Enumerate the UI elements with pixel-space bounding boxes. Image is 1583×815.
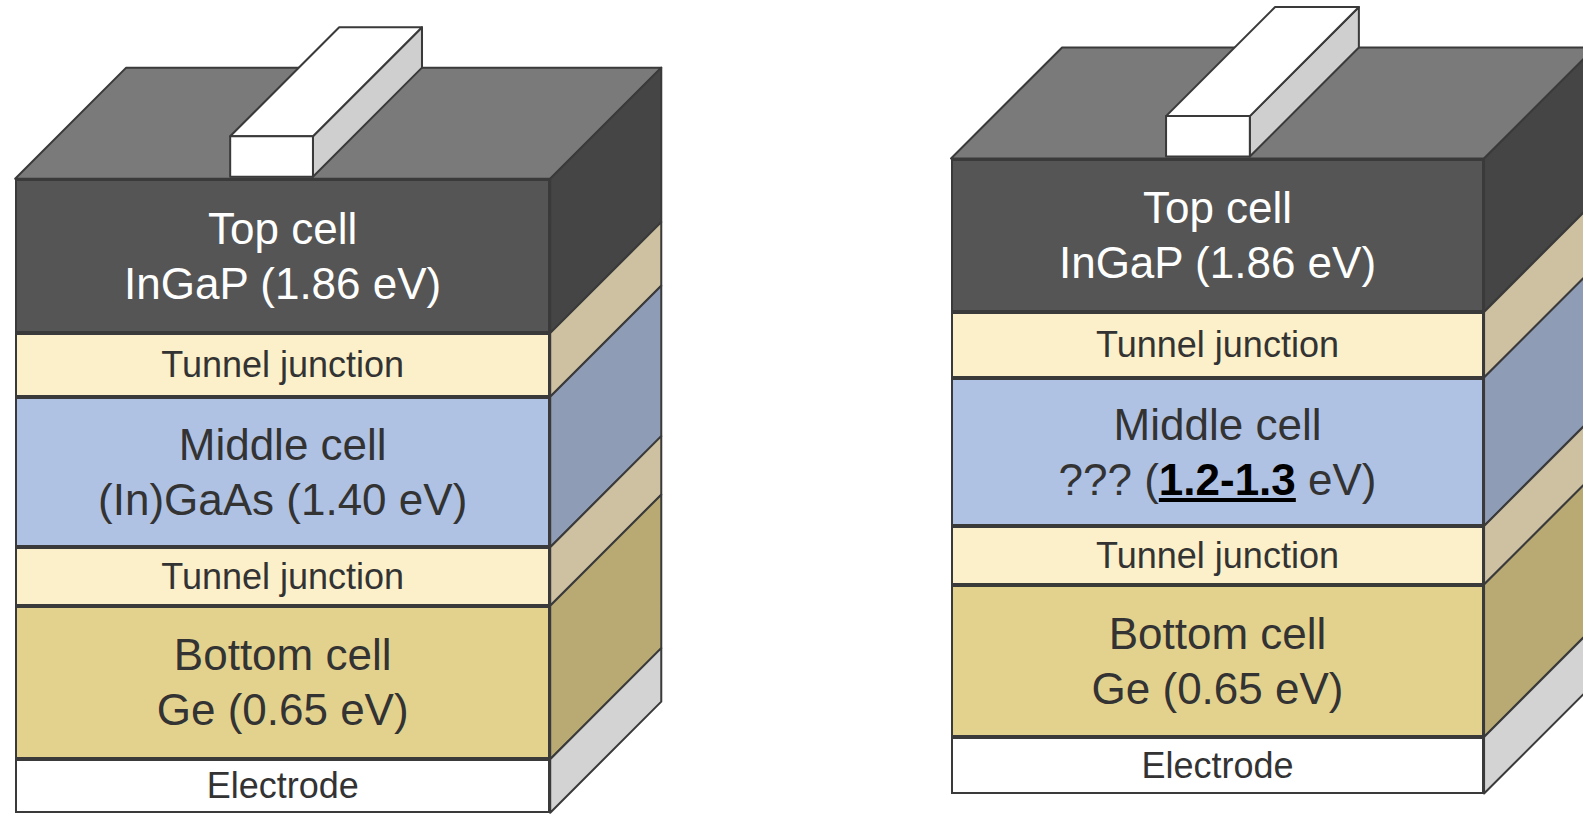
stack-faces <box>15 7 1583 813</box>
electrode-layer: Electrode <box>15 759 550 813</box>
layer-name: Top cell <box>208 201 357 256</box>
contact-bar-front <box>1166 116 1250 156</box>
contact-bar-top <box>230 27 422 136</box>
tunnel-junction-layer: Tunnel junction <box>15 333 550 397</box>
tunnel-junction-layer: Tunnel junction <box>951 526 1484 585</box>
side-face <box>550 648 661 813</box>
layer-material: InGaP (1.86 eV) <box>124 256 441 311</box>
layer-name: Middle cell <box>179 417 387 472</box>
tunnel-junction-layer: Tunnel junction <box>15 547 550 606</box>
layer-material: Ge (0.65 eV) <box>157 682 409 737</box>
layer-name: Top cell <box>1143 180 1292 235</box>
electrode-layer: Electrode <box>951 737 1484 794</box>
side-face <box>1484 626 1583 794</box>
layer-name: Middle cell <box>1114 397 1322 452</box>
bottom-cell-layer: Bottom cellGe (0.65 eV) <box>15 606 550 759</box>
layer-name: Tunnel junction <box>161 342 404 387</box>
bottom-cell-layer: Bottom cellGe (0.65 eV) <box>951 585 1484 737</box>
layer-name: Tunnel junction <box>1096 533 1339 578</box>
middle-cell-layer: Middle cell??? (1.2-1.3 eV) <box>951 378 1484 526</box>
middle-cell-layer: Middle cell(In)GaAs (1.40 eV) <box>15 397 550 547</box>
layer-name: Electrode <box>207 763 359 808</box>
layer-material: Ge (0.65 eV) <box>1092 661 1344 716</box>
top-cell-layer: Top cellInGaP (1.86 eV) <box>951 159 1484 312</box>
tunnel-junction-layer: Tunnel junction <box>951 312 1484 378</box>
layer-name: Electrode <box>1141 743 1293 788</box>
layer-material: ??? (1.2-1.3 eV) <box>1059 452 1377 507</box>
layer-material: (In)GaAs (1.40 eV) <box>98 472 467 527</box>
contact-bar-top <box>1166 7 1359 116</box>
contact-bar-front <box>230 136 313 176</box>
layer-name: Bottom cell <box>174 627 392 682</box>
top-cell-layer: Top cellInGaP (1.86 eV) <box>15 179 550 333</box>
layer-material: InGaP (1.86 eV) <box>1059 235 1376 290</box>
layer-name: Bottom cell <box>1109 606 1327 661</box>
layer-name: Tunnel junction <box>161 554 404 599</box>
layer-name: Tunnel junction <box>1096 322 1339 367</box>
